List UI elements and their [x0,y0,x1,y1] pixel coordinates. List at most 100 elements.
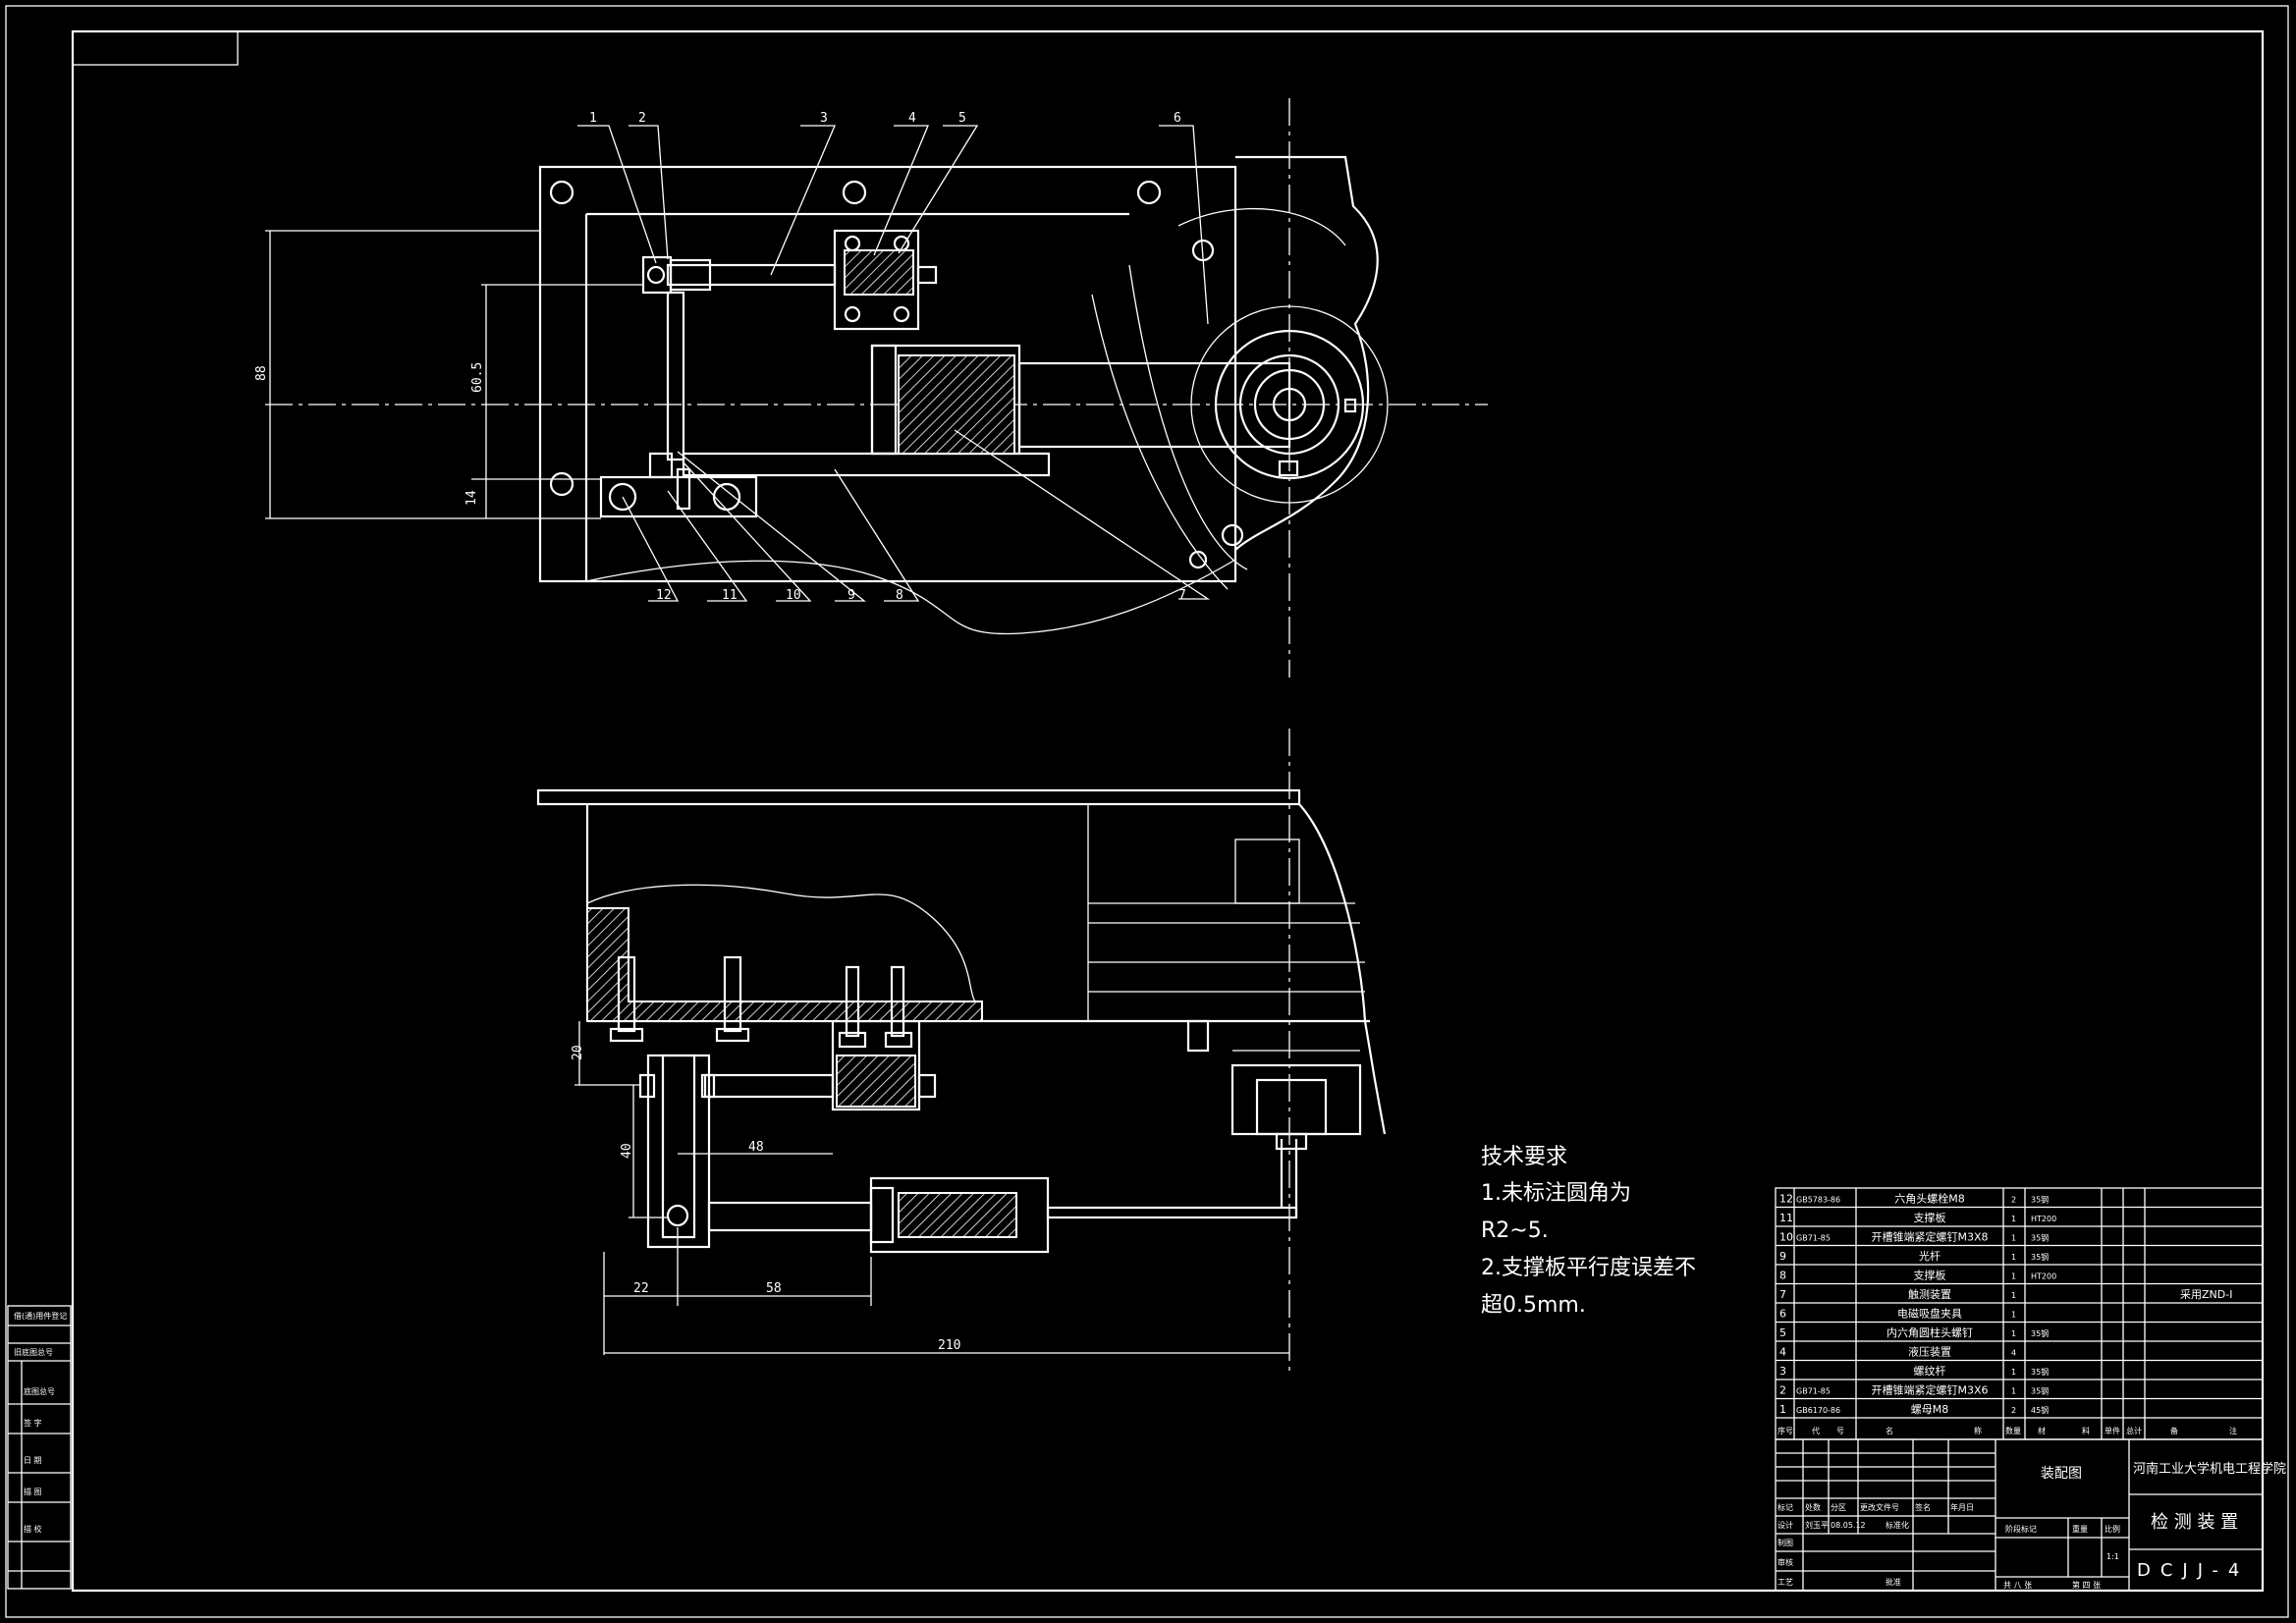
bom-qty: 1 [2011,1387,2016,1396]
bom-qty: 4 [2011,1349,2016,1358]
rev-header-mark: 标记 [1777,1502,1793,1512]
bom-no: 5 [1779,1326,1786,1339]
scale-label: 比例 [2105,1524,2120,1534]
balloon-7: 7 [1178,588,1186,603]
draw-label: 制图 [1777,1538,1793,1547]
bom-code: GB71-85 [1796,1387,1831,1396]
requirements-line-3: 2.支撑板平行度误差不 [1481,1256,1696,1280]
bom-qty: 2 [2011,1406,2016,1415]
bom-material: 35钢 [2031,1328,2049,1338]
bom-no: 10 [1779,1231,1793,1244]
dim-88: 88 [254,365,269,381]
bom-header-total: 总计 [2126,1426,2142,1435]
process-label: 工艺 [1777,1578,1793,1587]
rev-header-zone: 分区 [1831,1503,1846,1512]
bom-header-mat-2: 料 [2082,1426,2090,1435]
bom-qty: 2 [2011,1196,2016,1205]
balloon-5: 5 [958,111,966,126]
bom-qty: 1 [2011,1234,2016,1243]
rev-header-sign: 签名 [1915,1502,1931,1512]
dim-48: 48 [748,1140,764,1155]
side-strip-label-4: 签 字 [24,1418,42,1428]
bom-material: HT200 [2031,1215,2056,1223]
dim-60-5: 60.5 [470,362,485,393]
requirements-line-2: R2~5. [1481,1218,1549,1243]
dim-40: 40 [620,1143,634,1159]
bom-name: 开槽锥端紧定螺钉M3X6 [1871,1383,1988,1397]
bom-code: GB6170-86 [1796,1406,1840,1415]
weight-label: 重量 [2072,1524,2088,1534]
bom-name: 液压装置 [1908,1345,1951,1359]
side-strip-label-3: 底图总号 [24,1386,55,1396]
bom-no: 4 [1779,1346,1786,1359]
dim-14: 14 [465,490,479,506]
bom-qty: 1 [2011,1311,2016,1320]
bom-no: 1 [1779,1403,1786,1416]
bom-no: 7 [1779,1288,1786,1301]
bom-header-name-2: 称 [1974,1426,1982,1435]
balloon-1: 1 [589,111,597,126]
side-strip-label-1: 借(通)用件登记 [14,1311,67,1321]
requirements-line-1: 1.未标注圆角为 [1481,1181,1631,1206]
rev-header-docno: 更改文件号 [1860,1502,1899,1512]
product-name: 检 测 装 置 [2151,1512,2238,1533]
balloon-9: 9 [847,588,855,603]
side-strip-label-6: 描 图 [24,1487,42,1496]
stage-label: 阶段标记 [2005,1524,2037,1534]
balloon-6: 6 [1174,111,1181,126]
bom-note: 采用ZND-I [2180,1288,2232,1301]
bom-name: 螺纹杆 [1914,1364,1946,1378]
side-strip-label-5: 日 期 [24,1456,42,1465]
bom-name: 支撑板 [1914,1269,1946,1282]
bom-qty: 1 [2011,1329,2016,1338]
bom-no: 9 [1779,1250,1786,1263]
bom-qty: 1 [2011,1291,2016,1300]
sheets-total: 共 八 张 [2003,1581,2032,1590]
bom-header-note-2: 注 [2229,1426,2237,1435]
bom-no: 2 [1779,1384,1786,1397]
bom-no: 3 [1779,1365,1786,1378]
bom-header-unit: 单件 [2105,1426,2120,1435]
check-label: 审核 [1777,1557,1793,1567]
bom-header-note-1: 备 [2170,1426,2178,1435]
bom-material: 35钢 [2031,1195,2049,1205]
bom-name: 开槽锥端紧定螺钉M3X8 [1871,1230,1988,1244]
drawing-name: 装配图 [2041,1466,2082,1482]
scale-value: 1:1 [2106,1552,2119,1561]
bom-material: 45钢 [2031,1405,2049,1415]
design-date: 08.05.12 [1831,1521,1866,1530]
approve-label: 批准 [1886,1577,1901,1587]
standardization-label: 标准化 [1886,1520,1909,1530]
bom-code: GB5783-86 [1796,1196,1840,1205]
side-strip-label-2: 旧底图总号 [14,1347,53,1357]
bom-header-code-2: 号 [1836,1427,1844,1435]
dim-22: 22 [633,1281,649,1296]
balloon-2: 2 [638,111,646,126]
school-name: 河南工业大学机电工程学院 [2133,1461,2286,1477]
requirements-title: 技术要求 [1481,1145,1567,1169]
balloon-8: 8 [896,588,903,603]
bom-no: 11 [1779,1212,1793,1224]
bom-material: HT200 [2031,1272,2056,1281]
sheet-border [5,5,2289,1618]
bom-name: 触测装置 [1908,1287,1951,1301]
bom-no: 8 [1779,1270,1786,1282]
rev-header-count: 处数 [1805,1502,1821,1512]
bom-header-code-1: 代 [1812,1426,1820,1435]
rev-header-date: 年月日 [1950,1502,1974,1512]
balloon-3: 3 [820,111,828,126]
bom-qty: 1 [2011,1253,2016,1262]
bom-material: 35钢 [2031,1386,2049,1396]
technical-requirements: 技术要求 1.未标注圆角为 R2~5. 2.支撑板平行度误差不 超0.5mm. [1481,1145,1696,1318]
bom-name: 电磁吸盘夹具 [1897,1307,1962,1321]
side-strip-label-7: 描 校 [24,1524,42,1534]
bom-material: 35钢 [2031,1252,2049,1262]
dim-58: 58 [766,1281,782,1296]
requirements-line-4: 超0.5mm. [1481,1293,1586,1318]
bom-code: GB71-85 [1796,1234,1831,1243]
side-strip: 借(通)用件登记 旧底图总号 底图总号 签 字 日 期 描 图 描 校 [7,1305,72,1590]
bom-header-name-1: 名 [1886,1426,1893,1435]
bom-name: 螺母M8 [1911,1403,1949,1416]
